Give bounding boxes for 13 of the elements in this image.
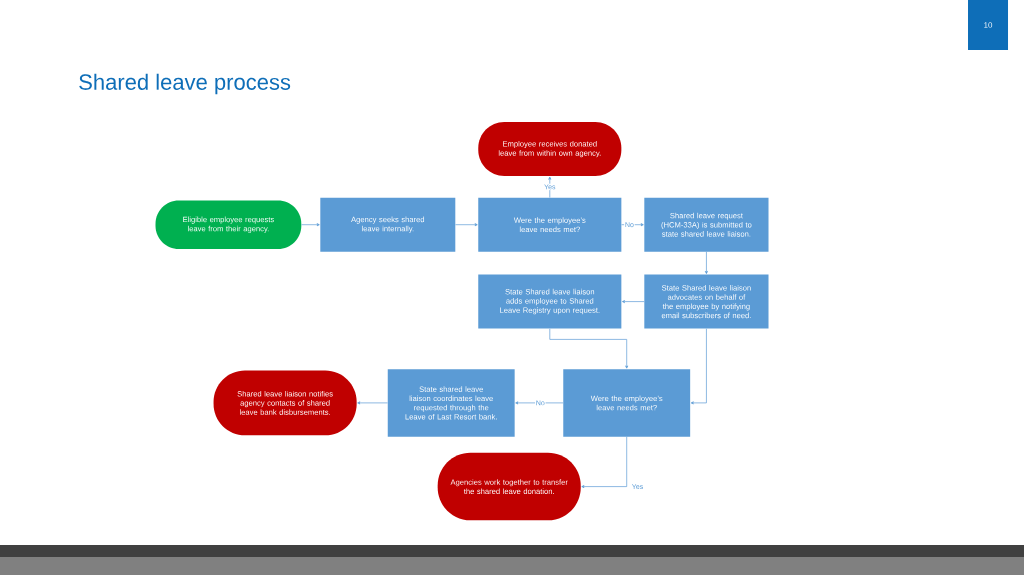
arrow bbox=[704, 251, 708, 274]
arrow bbox=[455, 223, 478, 227]
arrow bbox=[581, 436, 628, 489]
arrow bbox=[549, 328, 629, 369]
arrow bbox=[690, 328, 707, 405]
title: Shared leave process bbox=[79, 73, 291, 95]
arrow bbox=[301, 223, 320, 227]
arrow bbox=[357, 401, 388, 405]
arrow bbox=[548, 176, 552, 198]
arrow bbox=[622, 300, 645, 304]
page-number: 10 bbox=[968, 0, 1008, 50]
arrow bbox=[621, 223, 644, 227]
arrow bbox=[515, 401, 564, 405]
